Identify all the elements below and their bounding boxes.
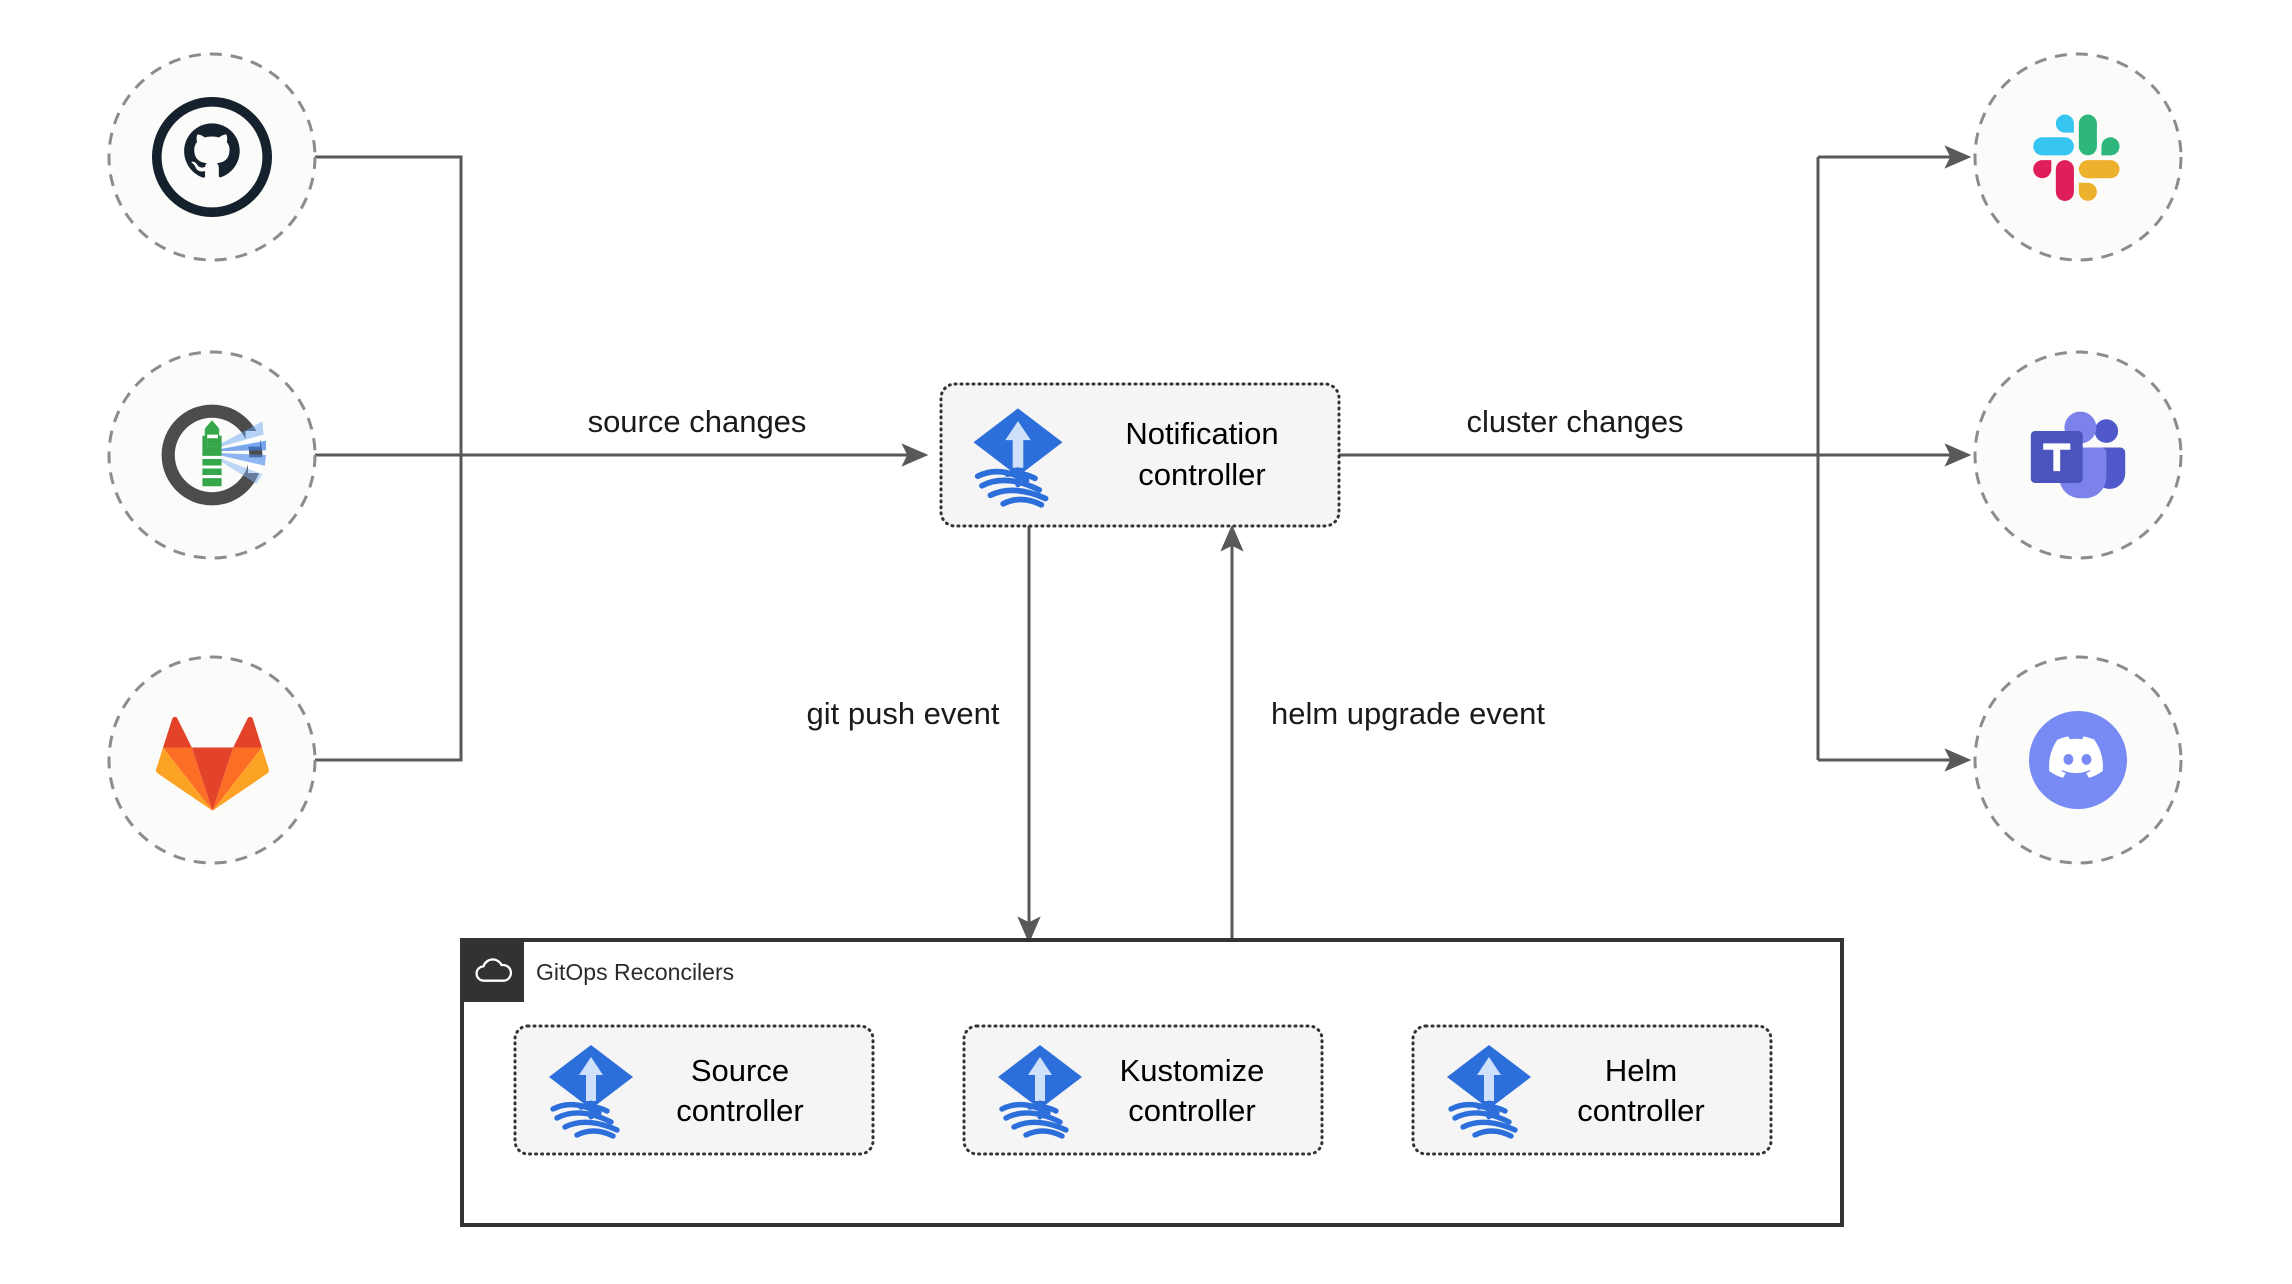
source-controller-label-line1: Source (691, 1053, 789, 1088)
destination-node-teams[interactable] (1973, 350, 2183, 560)
helm-controller-node[interactable]: Helm controller (1411, 1024, 1773, 1156)
source-node-gitlab[interactable] (107, 655, 317, 865)
gitops-reconcilers-tab (462, 940, 524, 1002)
source-node-github[interactable] (107, 52, 317, 262)
gitops-reconcilers-title: GitOps Reconcilers (536, 959, 734, 985)
edge-github-to-bus (310, 155, 463, 455)
kustomize-controller-label-line1: Kustomize (1120, 1053, 1265, 1088)
destination-node-slack[interactable] (1973, 52, 2183, 262)
notification-controller-label-line1: Notification (1125, 416, 1278, 451)
edge-gitlab-to-bus (310, 455, 463, 762)
kustomize-controller-node[interactable]: Kustomize controller (962, 1024, 1324, 1156)
edge-label-helm-upgrade-event: helm upgrade event (1271, 696, 1545, 731)
notification-controller-label-line2: controller (1138, 457, 1266, 492)
destination-node-discord[interactable] (1973, 655, 2183, 865)
edge-label-source-changes: source changes (588, 404, 807, 439)
source-controller-node[interactable]: Source controller (513, 1024, 875, 1156)
helm-controller-label-line2: controller (1577, 1093, 1705, 1128)
kustomize-controller-label-line2: controller (1128, 1093, 1256, 1128)
edge-label-cluster-changes: cluster changes (1466, 404, 1683, 439)
source-controller-label-line2: controller (676, 1093, 804, 1128)
helm-controller-label-line1: Helm (1605, 1053, 1677, 1088)
destination-circle-slack[interactable] (1973, 52, 2183, 262)
gitops-reconcilers-group: GitOps Reconcilers Source controller Kus… (460, 938, 1844, 1227)
source-node-flux[interactable] (107, 350, 317, 560)
edge-label-git-push-event: git push event (806, 696, 999, 731)
notification-controller-node[interactable]: Notification controller (939, 382, 1341, 528)
discord-icon (2028, 710, 2128, 810)
source-circle-github[interactable] (107, 52, 317, 262)
